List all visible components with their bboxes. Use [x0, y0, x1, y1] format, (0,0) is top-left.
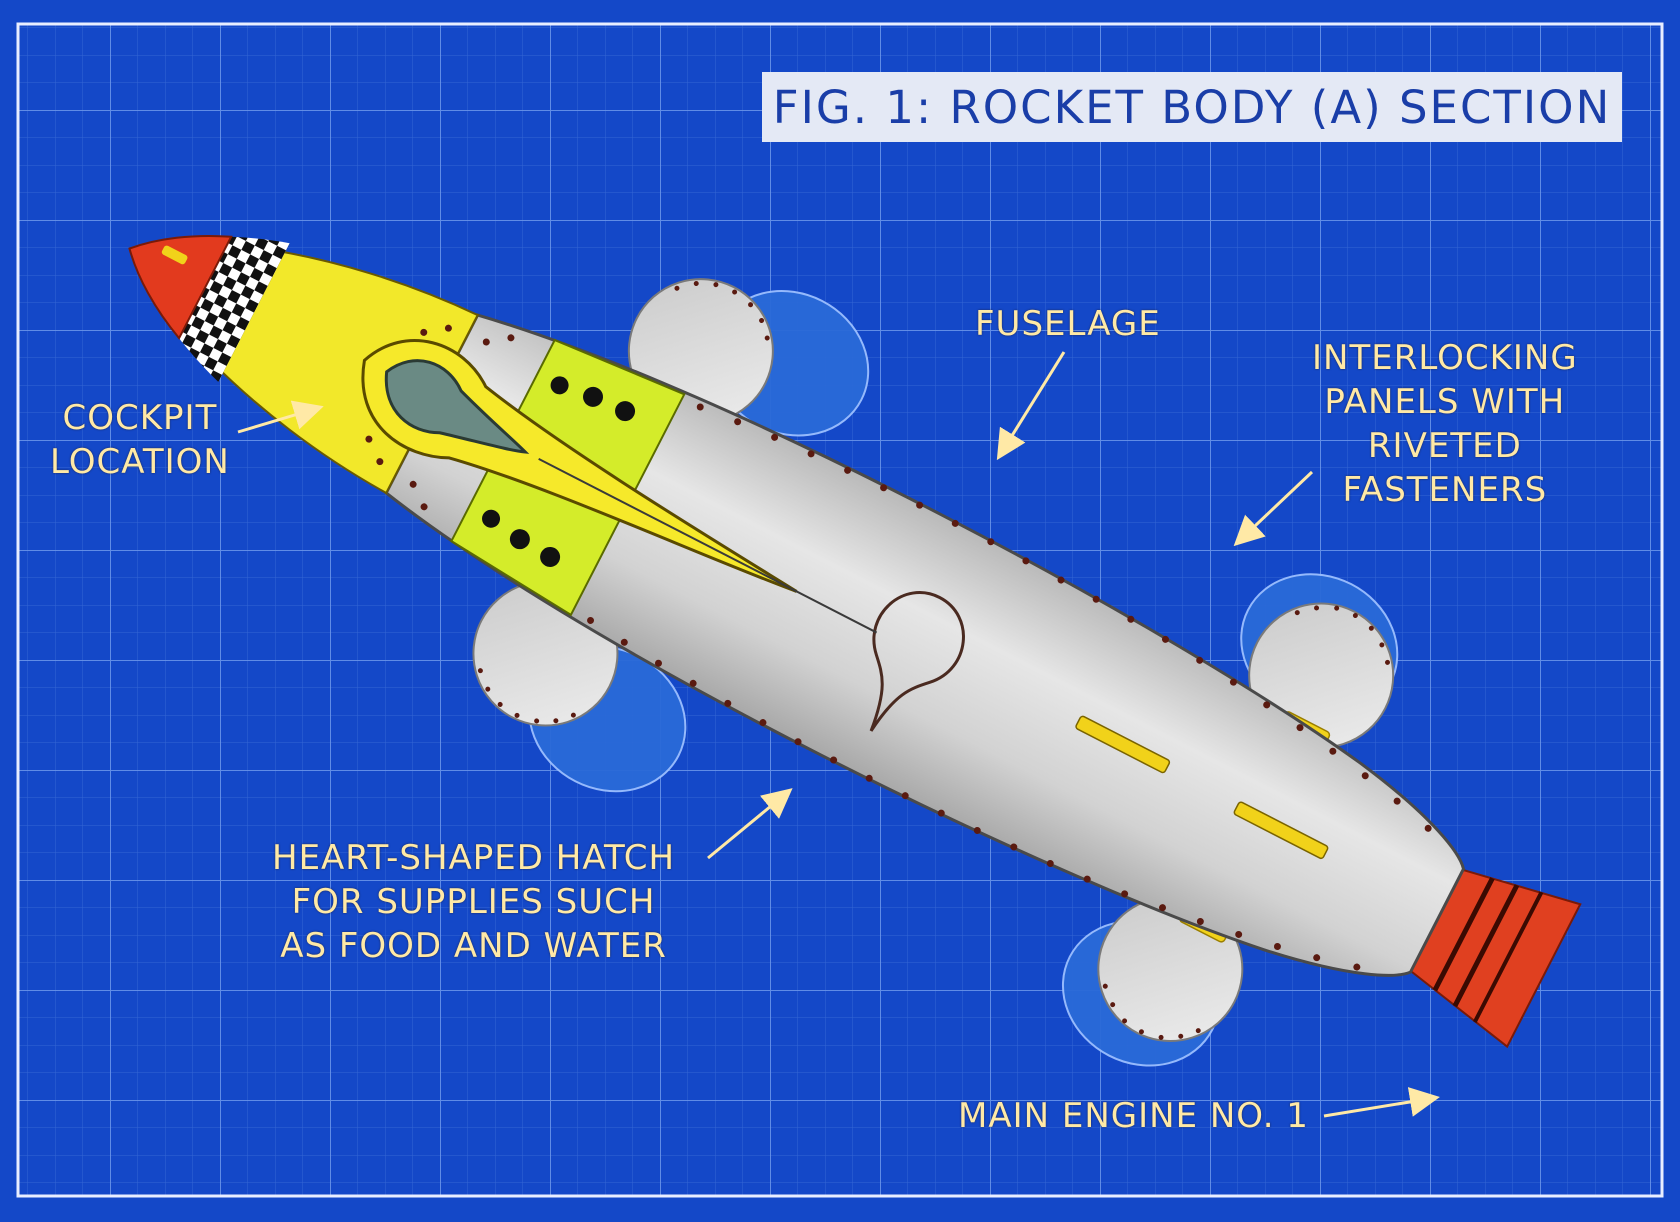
fuselage-body	[384, 313, 1466, 977]
arrow-engine	[1323, 1087, 1440, 1118]
label-line: INTERLOCKING	[1312, 338, 1578, 378]
label-line: FUSELAGE	[975, 304, 1161, 344]
label-line: LOCATION	[50, 442, 230, 482]
rocket	[128, 234, 1582, 1067]
label-line: COCKPIT	[62, 398, 218, 438]
label-interlocking-panels: INTERLOCKING PANELS WITH RIVETED FASTENE…	[1312, 336, 1578, 512]
arrow-fuselage	[996, 351, 1066, 461]
label-main-engine: MAIN ENGINE NO. 1	[958, 1094, 1309, 1138]
label-line: MAIN ENGINE NO. 1	[958, 1096, 1309, 1136]
figure-title: FIG. 1: ROCKET BODY (A) SECTION	[772, 80, 1612, 134]
callout-arrows	[237, 351, 1440, 1118]
label-heart-hatch: HEART-SHAPED HATCH FOR SUPPLIES SUCH AS …	[272, 836, 675, 968]
label-cockpit-location: COCKPIT LOCATION	[50, 396, 230, 484]
figure-title-box: FIG. 1: ROCKET BODY (A) SECTION	[762, 72, 1622, 142]
label-fuselage: FUSELAGE	[975, 302, 1161, 346]
fuselage-rivets	[365, 324, 1432, 971]
label-line: FOR SUPPLIES SUCH	[291, 882, 656, 922]
arrow-cockpit	[237, 400, 324, 434]
label-line: AS FOOD AND WATER	[280, 926, 667, 966]
arrow-hatch	[707, 788, 793, 860]
blueprint-frame	[16, 22, 1664, 1198]
label-line: FASTENERS	[1342, 470, 1548, 510]
label-line: HEART-SHAPED HATCH	[272, 838, 676, 878]
heart-hatch	[869, 591, 965, 732]
label-line: PANELS WITH	[1324, 382, 1566, 422]
arrow-panels	[1233, 470, 1314, 547]
label-line: RIVETED	[1367, 426, 1522, 466]
